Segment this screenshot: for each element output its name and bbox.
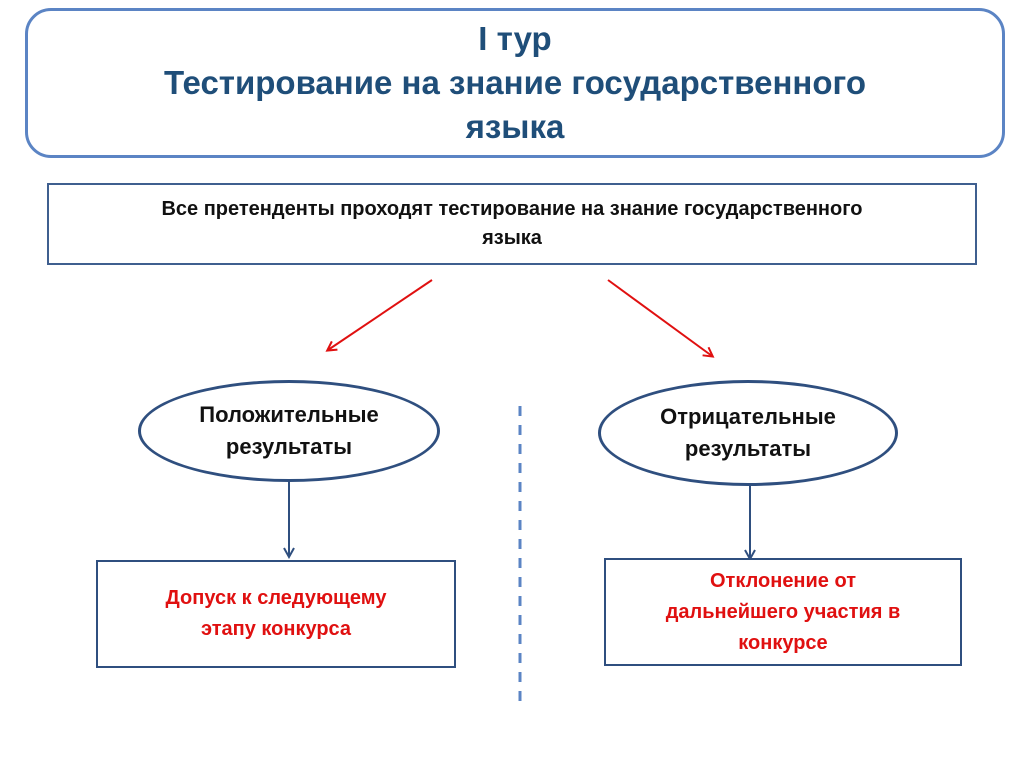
negative-outcome-line-3: конкурсе	[738, 631, 828, 654]
title-line-3: языка	[465, 108, 565, 145]
title-line-1: I тур	[478, 20, 552, 57]
title-text: I тур Тестирование на знание государстве…	[164, 17, 866, 149]
positive-outcome-line-2: этапу конкурса	[200, 618, 352, 640]
negative-oval: Отрицательные результаты	[598, 380, 898, 486]
positive-oval: Положительные результаты	[138, 380, 440, 482]
negative-outcome-line-1: Отклонение от	[709, 569, 857, 592]
negative-outcome-box: Отклонение от дальнейшего участия в конк…	[604, 558, 962, 666]
info-box: Все претенденты проходят тестирование на…	[47, 183, 977, 265]
arrow-to-positive	[328, 279, 433, 350]
negative-outcome-line-2: дальнейшего участия в	[665, 600, 901, 623]
positive-outcome-line-1: Допуск к следующему	[165, 587, 387, 609]
positive-oval-line-1: Положительные	[199, 402, 379, 427]
negative-oval-line-2: результаты	[684, 436, 812, 461]
arrow-to-negative	[607, 279, 712, 356]
negative-oval-line-1: Отрицательные	[660, 404, 836, 429]
positive-oval-line-2: результаты	[225, 434, 353, 459]
positive-outcome-box: Допуск к следующему этапу конкурса	[96, 560, 456, 668]
title-panel: I тур Тестирование на знание государстве…	[25, 8, 1005, 158]
title-line-2: Тестирование на знание государственного	[164, 64, 866, 101]
info-text: Все претенденты проходят тестирование на…	[161, 198, 863, 249]
